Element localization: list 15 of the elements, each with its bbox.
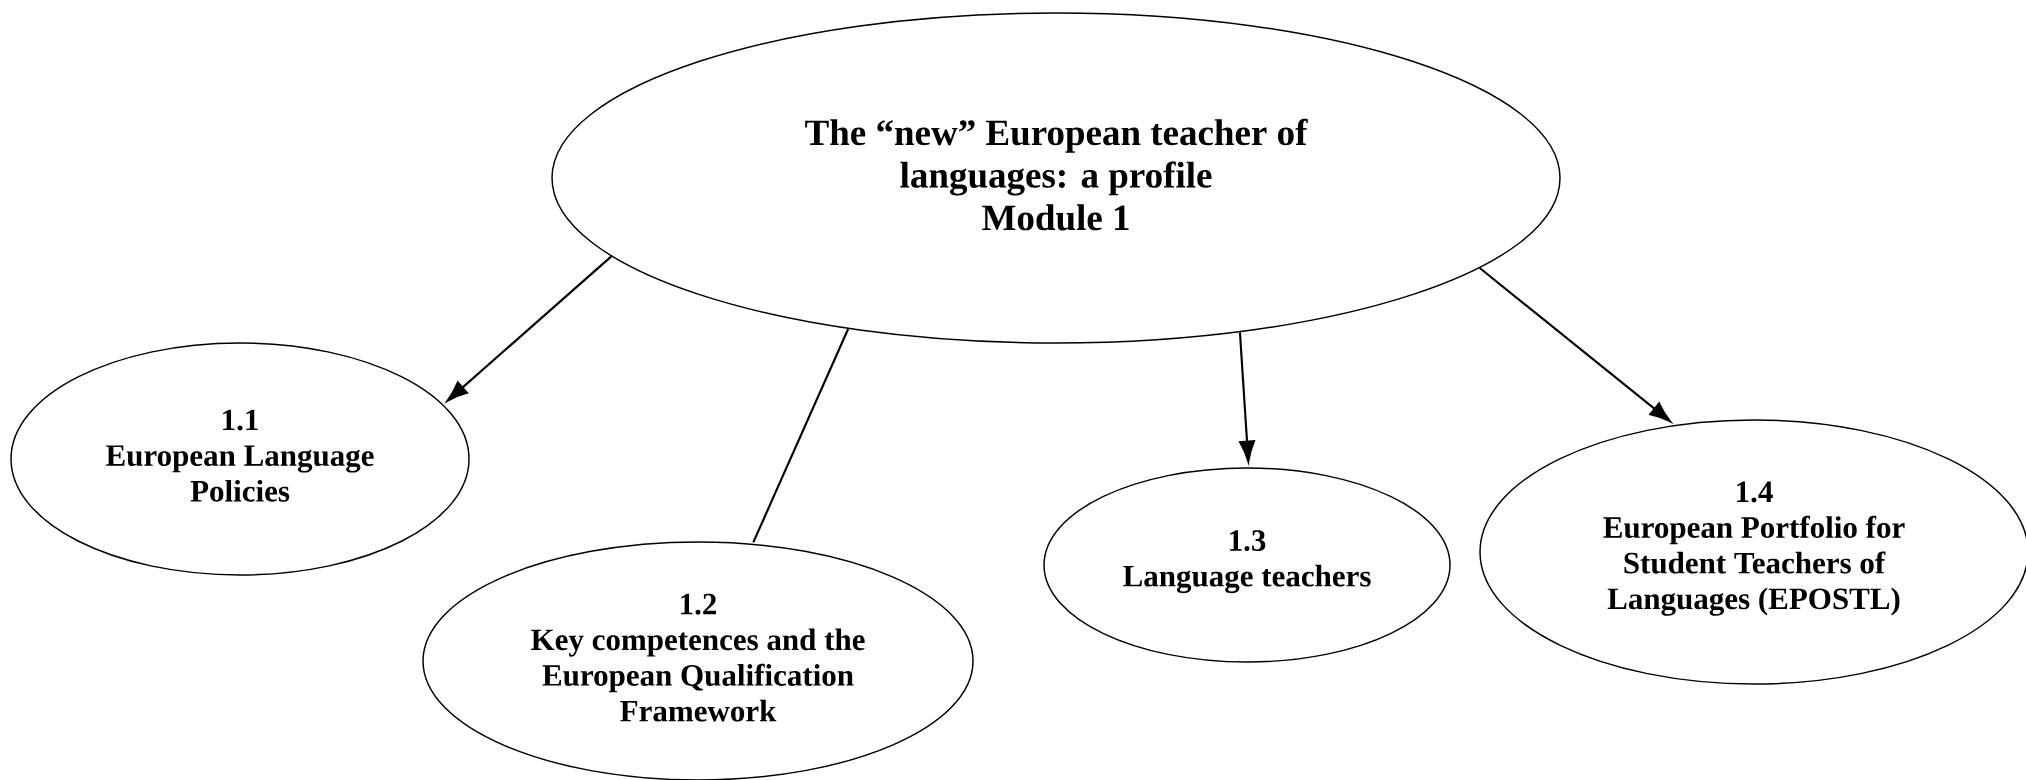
arrow — [446, 255, 613, 402]
node-text: European Language Policies — [106, 445, 374, 502]
node-text: Module 1 — [982, 204, 1129, 231]
node-text: European Portfolio for Student Teachers of Languages (EPOSTL) — [1603, 515, 1905, 616]
node-text: 1.2 — [681, 593, 717, 615]
node-text: 1.3 — [1230, 530, 1266, 552]
topic-ellipse — [1043, 467, 1451, 663]
node-text: The “new” European teacher of languages: a profile — [805, 118, 1308, 196]
topic-ellipse — [551, 12, 1561, 344]
node-text: Key competences and the European Qualification Framework — [531, 628, 865, 722]
node-text: 1.1 — [223, 409, 258, 431]
arrow — [1479, 267, 1671, 423]
topic-ellipse — [10, 342, 470, 576]
node-text: Language teachers — [1123, 564, 1371, 594]
node-text: 1.4 — [1737, 481, 1773, 503]
